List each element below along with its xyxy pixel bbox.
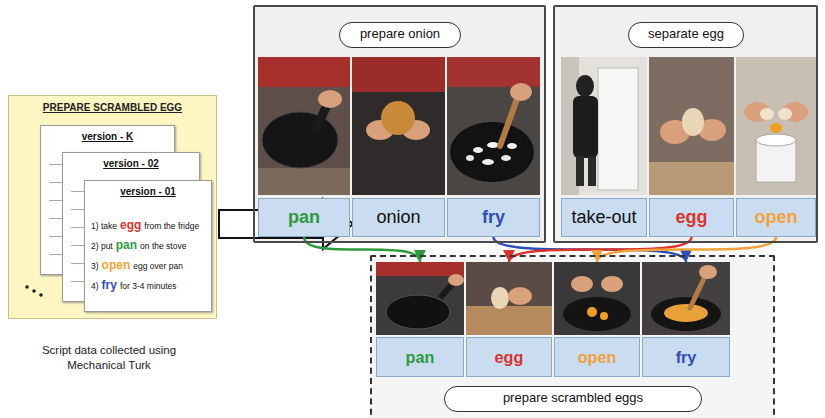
action-word: egg bbox=[675, 207, 707, 228]
keyword: fry bbox=[102, 278, 117, 292]
box-title: PREPARE SCRAMBLED EGG bbox=[9, 102, 216, 113]
script-body: 1) takeeggfrom the fridge2) putpanon the… bbox=[85, 215, 211, 295]
action-label: open bbox=[736, 198, 816, 237]
action-word: take-out bbox=[571, 207, 636, 228]
action-word: pan bbox=[288, 207, 320, 228]
action-word: pan bbox=[376, 337, 464, 377]
action-frame: pan bbox=[376, 262, 464, 377]
activity-panel: prepare onion pan onion fry bbox=[253, 5, 546, 243]
ellipsis-dots bbox=[23, 282, 47, 302]
card-header: version - 02 bbox=[63, 153, 199, 169]
script-line: 2) putpanon the stove bbox=[91, 235, 189, 255]
script-text: 1) take bbox=[91, 221, 117, 231]
script-line: 1) takeeggfrom the fridge bbox=[91, 215, 202, 235]
keyword: pan bbox=[116, 238, 137, 252]
connector bbox=[304, 237, 420, 262]
script-text: on the stove bbox=[140, 241, 186, 251]
action-label: egg bbox=[649, 198, 734, 237]
ellipsis-dot bbox=[25, 285, 29, 289]
activity-title: separate egg bbox=[628, 22, 744, 48]
activity-panel: separate egg take-out egg open bbox=[553, 5, 818, 243]
card-header: version - 01 bbox=[85, 181, 211, 197]
action-label: fry bbox=[447, 198, 540, 237]
activity-title: prepare onion bbox=[339, 22, 461, 48]
script-collection-box: PREPARE SCRAMBLED EGG version - K version … bbox=[8, 95, 217, 319]
script-text: from the fridge bbox=[144, 221, 199, 231]
action-word: fry bbox=[642, 337, 730, 377]
action-frame: egg bbox=[466, 262, 552, 377]
card-header: version - K bbox=[41, 126, 174, 142]
script-text: egg over pan bbox=[133, 261, 183, 271]
composed-panel: prepare scrambled eggs paneggopenfry bbox=[370, 255, 775, 418]
script-text: 4) bbox=[91, 281, 99, 291]
action-label: pan bbox=[258, 198, 350, 237]
action-label: take-out bbox=[561, 198, 647, 237]
ellipsis-dot bbox=[32, 289, 36, 293]
script-text: 2) put bbox=[91, 241, 113, 251]
action-frame: fry bbox=[642, 262, 730, 377]
script-text: 3) bbox=[91, 261, 99, 271]
keyword: egg bbox=[120, 218, 141, 232]
action-word: onion bbox=[376, 207, 420, 228]
script-card: version - 011) takeeggfrom the fridge2) … bbox=[84, 180, 212, 312]
action-frame: open bbox=[554, 262, 640, 377]
script-line: 3)openegg over pan bbox=[91, 255, 186, 275]
action-word: open bbox=[755, 207, 798, 228]
script-line: 4)fryfor 3-4 minutes bbox=[91, 275, 180, 295]
action-word: fry bbox=[482, 207, 505, 228]
caption: Script data collected using Mechanical T… bbox=[24, 343, 194, 373]
connector bbox=[597, 237, 776, 262]
ellipsis-dot bbox=[39, 293, 43, 297]
keyword: open bbox=[102, 258, 131, 272]
activity-title: prepare scrambled eggs bbox=[444, 386, 702, 412]
script-text: for 3-4 minutes bbox=[120, 281, 177, 291]
action-word: open bbox=[554, 337, 640, 377]
action-label: onion bbox=[352, 198, 445, 237]
action-word: egg bbox=[466, 337, 552, 377]
